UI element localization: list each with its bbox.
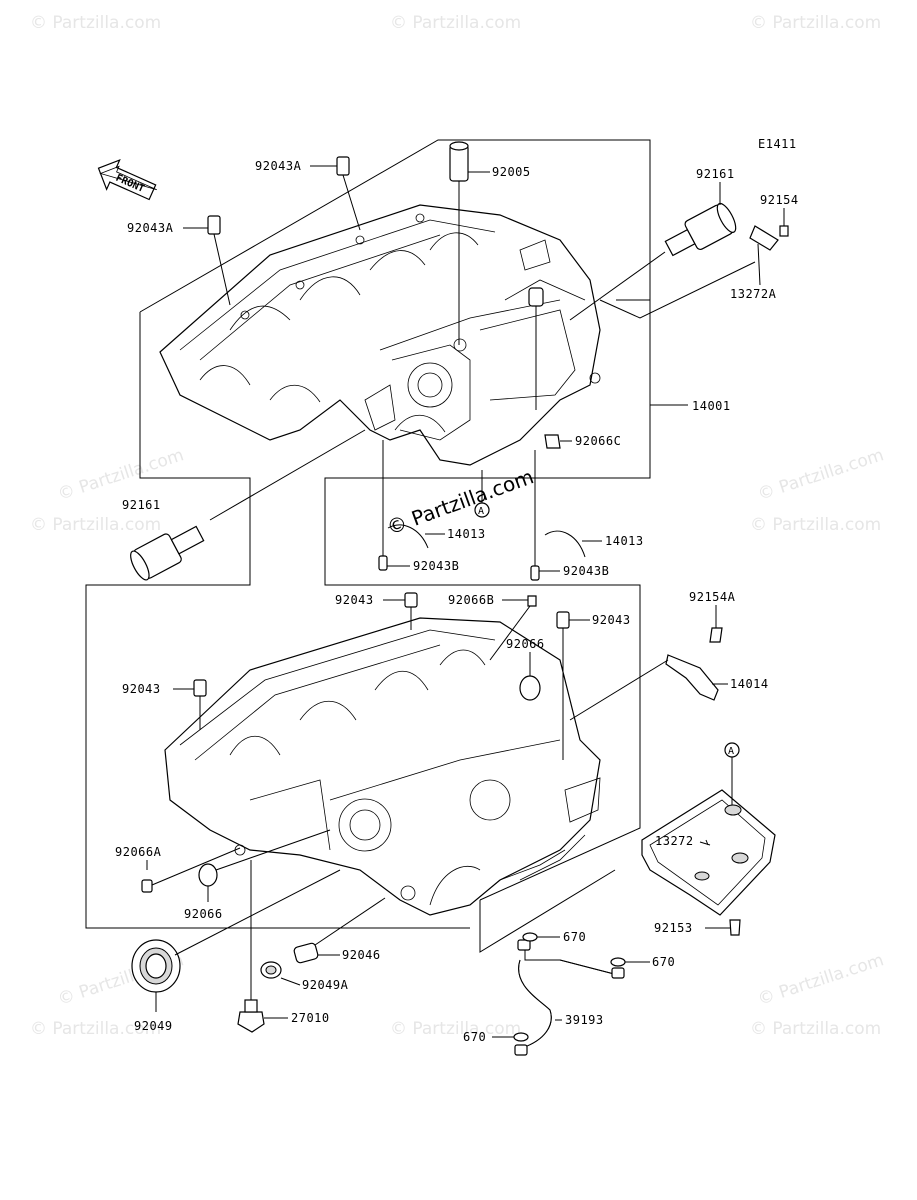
- part-92066C: 92066C: [528, 287, 621, 449]
- label-92066-a: 92066: [506, 637, 545, 651]
- part-13272: A 13272: [641, 742, 776, 916]
- label-92043-a: 92043: [335, 593, 374, 607]
- watermark: © Partzilla.com: [755, 950, 886, 1010]
- label-92153: 92153: [654, 921, 693, 935]
- part-92043-b: 92043: [556, 611, 631, 760]
- part-14013-a: 14013: [387, 524, 486, 549]
- part-92049A: 92049A: [260, 961, 349, 992]
- part-39193: 39193: [514, 939, 625, 1056]
- label-92005: 92005: [492, 165, 531, 179]
- label-670-a: 670: [563, 930, 586, 944]
- part-27010: 27010: [237, 860, 330, 1033]
- label-92046: 92046: [342, 948, 381, 962]
- part-670-c: 670: [463, 1030, 529, 1044]
- part-92154A: 92154A: [689, 590, 736, 643]
- label-670-b: 670: [652, 955, 675, 969]
- label-92049A: 92049A: [302, 978, 349, 992]
- label-92066-b: 92066: [184, 907, 223, 921]
- watermark: © Partzilla.com: [755, 445, 886, 505]
- part-92066A: 92066A: [115, 845, 241, 893]
- label-39193: 39193: [565, 1013, 604, 1027]
- part-92005: 92005: [449, 141, 531, 345]
- part-670-a: 670: [522, 930, 586, 944]
- label-92161-left: 92161: [122, 498, 161, 512]
- label-92066B: 92066B: [448, 593, 494, 607]
- part-92161-left: [130, 525, 205, 581]
- watermark: © Partzilla.com: [30, 515, 161, 535]
- label-14013-b: 14013: [605, 534, 644, 548]
- part-14013-b: 14013: [544, 530, 644, 558]
- part-92066B: 92066B: [448, 593, 537, 661]
- callout-a-label: A: [478, 506, 484, 517]
- label-92043A-left: 92043A: [127, 221, 174, 235]
- label-13272A: 13272A: [730, 287, 777, 301]
- front-arrow-icon: FRONT: [97, 159, 157, 201]
- part-92153: 92153: [654, 919, 741, 936]
- label-92154: 92154: [760, 193, 799, 207]
- label-14013-a: 14013: [447, 527, 486, 541]
- label-92043A-top: 92043A: [255, 159, 302, 173]
- upper-crankcase: [159, 204, 601, 466]
- watermark: © Partzilla.com: [750, 515, 881, 535]
- watermark: © Partzilla.com: [750, 1019, 881, 1039]
- callout-a-lower: A: [728, 746, 734, 757]
- watermark: © Partzilla.com: [30, 13, 161, 33]
- part-92043B-a: 92043B: [378, 440, 459, 573]
- frame-lines: [85, 139, 688, 953]
- part-14014: 14014: [569, 654, 769, 721]
- label-92043-c: 92043: [122, 682, 161, 696]
- lower-crankcase: [164, 617, 601, 916]
- part-92154: 92154: [760, 193, 799, 237]
- label-92066A: 92066A: [115, 845, 162, 859]
- label-92043B-b: 92043B: [563, 564, 609, 578]
- watermark: © Partzilla.com: [390, 1019, 521, 1039]
- label-14001: 14001: [692, 399, 731, 413]
- diagram-code: E1411: [758, 137, 797, 151]
- part-92161-top: [664, 202, 737, 257]
- part-92066-a: 92066: [506, 637, 545, 701]
- part-92043A-top: 92043A: [255, 156, 361, 231]
- part-92046: 92046: [293, 897, 386, 964]
- label-14014: 14014: [730, 677, 769, 691]
- part-92049: 92049: [131, 869, 341, 1033]
- callout-a-upper: A: [474, 470, 490, 518]
- part-92043A-left: 92043A: [127, 215, 231, 306]
- label-13272: 13272: [655, 834, 694, 848]
- label-92066C: 92066C: [575, 434, 621, 448]
- part-92043-a: 92043: [335, 592, 418, 630]
- part-92043B-b: 92043B: [530, 450, 609, 581]
- part-13272A: 13272A: [730, 225, 779, 301]
- watermark: © Partzilla.com: [750, 13, 881, 33]
- watermark: © Partzilla.com: [390, 13, 521, 33]
- part-92066-b: 92066: [184, 829, 331, 921]
- label-92049: 92049: [134, 1019, 173, 1033]
- label-670-c: 670: [463, 1030, 486, 1044]
- part-92043-c: 92043: [122, 679, 207, 730]
- label-92161-top: 92161: [696, 167, 735, 181]
- part-670-b: 670: [610, 955, 675, 969]
- watermark: © Partzilla.com: [30, 1019, 161, 1039]
- label-92154A: 92154A: [689, 590, 736, 604]
- watermark: © Partzilla.com: [55, 445, 186, 505]
- label-92043-b: 92043: [592, 613, 631, 627]
- label-27010: 27010: [291, 1011, 330, 1025]
- label-92043B-a: 92043B: [413, 559, 459, 573]
